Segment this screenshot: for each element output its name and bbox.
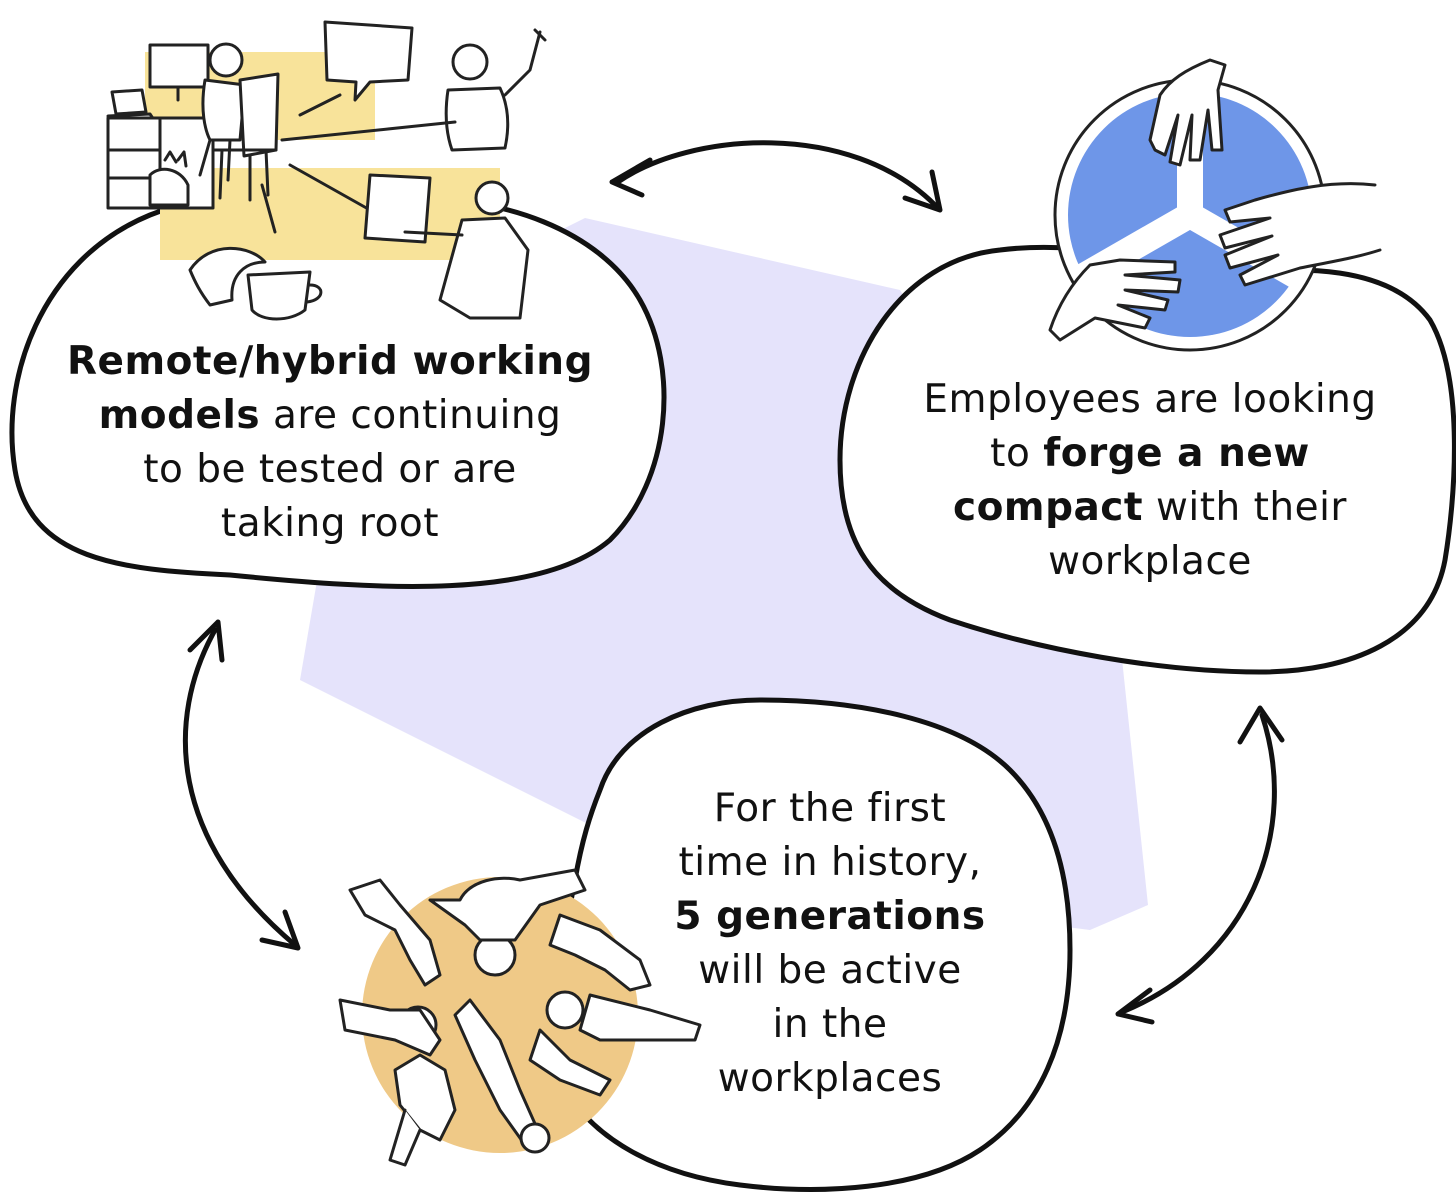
compact-bold-forge: forge a new — [1043, 431, 1310, 476]
generations-line-3: 5 generations — [610, 890, 1050, 944]
compact-line-2-pre: to — [990, 431, 1044, 476]
arrow-remote-generations — [182, 619, 301, 951]
remote-line-4: taking root — [220, 501, 440, 546]
remote-working-text: Remote/hybrid working models are continu… — [30, 335, 630, 551]
generations-text: For the first time in history, 5 generat… — [610, 782, 1050, 1106]
generations-line-4: will be active — [698, 948, 962, 993]
arrow-compact-generations — [1115, 705, 1285, 1025]
remote-work-desk-illustration-icon — [106, 20, 547, 321]
generations-bold: 5 generations — [674, 894, 986, 939]
remote-bold-phrase: Remote/hybrid working — [67, 339, 593, 384]
compact-line-3-rest: with their — [1143, 485, 1347, 530]
generations-line-6: workplaces — [717, 1056, 943, 1101]
compact-line-1: Employees are looking — [923, 377, 1377, 422]
generations-line-2: time in history, — [678, 840, 982, 885]
arrow-remote-compact — [609, 140, 943, 213]
remote-line-3: to be tested or are — [143, 447, 517, 492]
double-headed-curved-arrow-icon — [182, 140, 1285, 1025]
compact-line-2: to forge a new — [860, 427, 1440, 481]
compact-line-3: compact with their — [860, 481, 1440, 535]
generations-line-5: in the — [772, 1002, 888, 1047]
compact-line-4: workplace — [1048, 539, 1252, 584]
compact-text: Employees are looking to forge a new com… — [860, 373, 1440, 589]
remote-bold-models: models — [98, 393, 261, 438]
compact-bold-compact: compact — [953, 485, 1144, 530]
people-circle-illustration-icon — [338, 868, 702, 1167]
generations-line-1: For the first — [713, 786, 947, 831]
remote-line-1: Remote/hybrid working — [30, 335, 630, 389]
remote-line-2-rest: are continuing — [260, 393, 562, 438]
hands-on-wheel-illustration-icon — [1048, 58, 1382, 352]
remote-line-2: models are continuing — [30, 389, 630, 443]
